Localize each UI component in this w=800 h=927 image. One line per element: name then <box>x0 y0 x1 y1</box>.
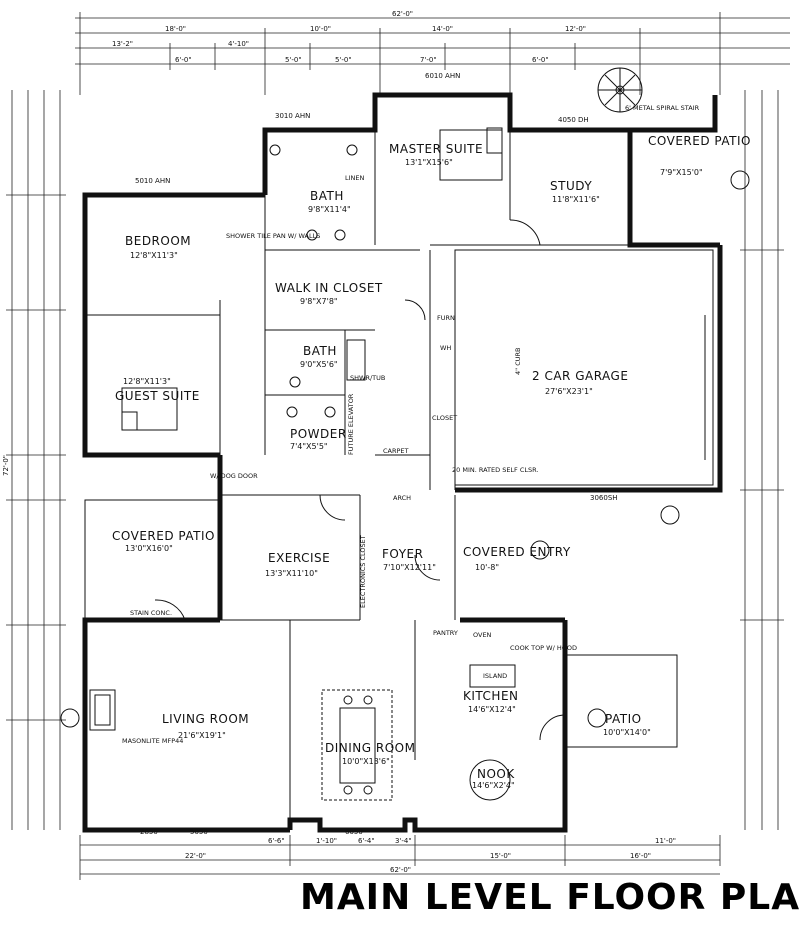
future-elevator-note: FUTURE ELEVATOR <box>347 393 355 455</box>
study-size: 11'8"X11'6" <box>552 195 600 204</box>
top-dimension-lines <box>75 12 790 95</box>
dim-bottom-8: 11'-0" <box>655 837 676 845</box>
fixtures <box>60 67 750 801</box>
bath-master-label: BATH <box>310 189 344 203</box>
dog-door-note: W/ DOG DOOR <box>210 472 258 480</box>
dim-top-9: 7'-0" <box>420 56 437 64</box>
window-tag-4: 6010 AHN <box>425 72 460 80</box>
right-dimension-lines <box>740 90 784 830</box>
pantry-note: PANTRY <box>433 629 458 637</box>
kitchen-size: 14'6"X12'4" <box>468 705 516 714</box>
window-tag-3: 4050 DH <box>558 116 589 124</box>
covered-patio-ne-size: 7'9"X15'0" <box>660 168 703 177</box>
dim-top-10: 6'-0" <box>532 56 549 64</box>
nook-label: NOOK <box>477 767 515 781</box>
curb-note: 4" CURB <box>514 348 522 375</box>
master-suite-size: 13'1"X15'6" <box>405 158 453 167</box>
shower-note: SHOWER TILE PAN W/ WALLS <box>226 232 320 240</box>
window-tag-6: 2850 <box>140 828 158 836</box>
overall-bottom-dim: 62'-0" <box>390 866 411 874</box>
island-note: ISLAND <box>483 672 507 680</box>
overall-left-dim: 72'-0" <box>2 455 10 476</box>
dim-top-4: 12'-0" <box>565 25 586 33</box>
bedroom-label: BEDROOM <box>125 234 191 248</box>
spiral-stair-note: 6' METAL SPIRAL STAIR <box>625 104 700 112</box>
guest-suite-size: 12'8"X11'3" <box>123 377 171 386</box>
walk-in-closet-label: WALK IN CLOSET <box>275 281 383 295</box>
bath2-size: 9'0"X5'6" <box>300 360 338 369</box>
bath2-label: BATH <box>303 344 337 358</box>
exercise-label: EXERCISE <box>268 551 330 565</box>
window-tag-5: 3060SH <box>590 494 618 502</box>
dim-top-3: 14'-0" <box>432 25 453 33</box>
dim-top-11: 6'-0" <box>175 56 192 64</box>
shower-tub-note: SHWR/TUB <box>350 374 385 382</box>
dim-bottom-5: 3'-4" <box>395 837 412 845</box>
covered-entry-label: COVERED ENTRY <box>463 545 571 559</box>
cooktop-note: COOK TOP W/ HOOD <box>510 644 577 652</box>
dim-bottom-7: 16'-0" <box>630 852 651 860</box>
dining-room-label: DINING ROOM <box>325 741 415 755</box>
dim-bottom-1: 22'-0" <box>185 852 206 860</box>
electrical-closet-note: ELECTRONICS CLOSET <box>359 535 367 608</box>
living-room-label: LIVING ROOM <box>162 712 249 726</box>
guest-suite-label: GUEST SUITE <box>115 389 200 403</box>
kitchen-label: KITCHEN <box>463 689 519 703</box>
linen-note: LINEN <box>345 174 365 182</box>
powder-label: POWDER <box>290 427 347 441</box>
foyer-size: 7'10"X12'11" <box>383 563 436 572</box>
study-label: STUDY <box>550 179 592 193</box>
living-room-size: 21'6"X19'1" <box>178 731 226 740</box>
dim-top-6: 4'-10" <box>228 40 249 48</box>
dim-top-8: 5'-0" <box>335 56 352 64</box>
dim-top-1: 18'-0" <box>165 25 186 33</box>
dim-bottom-3: 1'-10" <box>316 837 337 845</box>
exercise-size: 13'3"X11'10" <box>265 569 318 578</box>
plan-title: MAIN LEVEL FLOOR PLAN <box>300 877 800 918</box>
wh-note: WH <box>440 344 451 352</box>
dim-bottom-2: 6'-6" <box>268 837 285 845</box>
bottom-dimension-lines <box>79 835 721 880</box>
dim-top-7: 5'-0" <box>285 56 302 64</box>
arch-note: ARCH <box>393 494 411 502</box>
master-suite-label: MASTER SUITE <box>389 142 483 156</box>
bedroom-size: 12'8"X11'3" <box>130 251 178 260</box>
patio-size: 10'0"X14'0" <box>603 728 651 737</box>
exterior-walls <box>82 92 723 833</box>
dining-room-size: 10'0"X13'6" <box>342 757 390 766</box>
covered-patio-w-size: 13'0"X16'0" <box>125 544 173 553</box>
interior-walls <box>85 130 630 830</box>
left-dimension-lines <box>6 90 66 830</box>
stain-conc-note: STAIN CONC. <box>130 609 172 617</box>
garage-size: 27'6"X23'1" <box>545 387 593 396</box>
window-tag-8: 6050 <box>345 828 363 836</box>
garage-label: 2 CAR GARAGE <box>532 369 628 383</box>
carpet-note: CARPET <box>383 447 409 455</box>
self-close-note: 20 MIN. RATED SELF CLSR. <box>452 466 539 474</box>
covered-entry-size: 10'-8" <box>475 563 499 572</box>
walk-in-closet-size: 9'8"X7'8" <box>300 297 338 306</box>
dim-bottom-4: 6'-4" <box>358 837 375 845</box>
covered-patio-w-label: COVERED PATIO <box>112 529 215 543</box>
closet-note: CLOSET <box>432 414 457 422</box>
overall-top-dim: 62'-0" <box>392 10 413 18</box>
covered-patio-ne-label: COVERED PATIO <box>648 134 751 148</box>
dim-top-2: 10'-0" <box>310 25 331 33</box>
powder-size: 7'4"X5'5" <box>290 442 328 451</box>
furn-note: FURN <box>437 314 455 322</box>
window-tag-7: 5050 <box>190 828 208 836</box>
oven-note: OVEN <box>473 631 492 639</box>
bath-master-size: 9'8"X11'4" <box>308 205 351 214</box>
dim-bottom-6: 15'-0" <box>490 852 511 860</box>
nook-size: 14'6"X2'4" <box>472 781 515 790</box>
window-tag-2: 3010 AHN <box>275 112 310 120</box>
foyer-label: FOYER <box>382 547 423 561</box>
dim-top-5: 13'-2" <box>112 40 133 48</box>
fireplace-note: MASONLITE MFP44 <box>122 737 183 745</box>
window-tag-1: 5010 AHN <box>135 177 170 185</box>
patio-label: PATIO <box>605 712 642 726</box>
